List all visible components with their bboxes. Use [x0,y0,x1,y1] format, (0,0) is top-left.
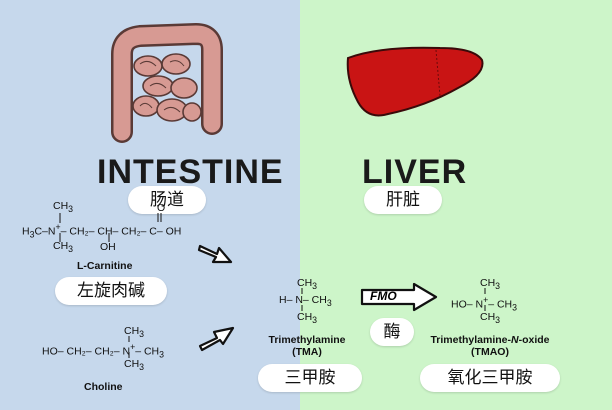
enzyme-cn-label: 酶 [370,318,414,346]
choline-name: Choline [84,381,123,393]
intestine-cn-label: 肠道 [128,186,206,214]
liver-title: LIVER [362,153,468,191]
tmao-cn-label: 氧化三甲胺 [420,364,560,392]
carnitine-name: L-Carnitine [77,260,133,272]
fmo-label: FMO [370,289,397,303]
tmao-name: Trimethylamine-N-oxide (TMAO) [430,334,550,358]
tma-name: Trimethylamine (TMA) [268,334,346,358]
intestine-title: INTESTINE [97,153,284,191]
fmo-arrow-icon [360,282,438,312]
arrow-icon [197,244,233,264]
choline-structure: CH3 [124,325,145,340]
liver-cn-label: 肝脏 [364,186,442,214]
arrow-icon [198,326,235,352]
tma-cn-label: 三甲胺 [258,364,362,392]
liver-icon [346,46,484,117]
intestine-icon [111,22,223,143]
carnitine-structure: CH3 [53,200,74,215]
carnitine-cn-label: 左旋肉碱 [55,277,167,305]
tma-structure: CH3 [297,277,318,292]
tmao-structure: CH3 [480,277,501,292]
